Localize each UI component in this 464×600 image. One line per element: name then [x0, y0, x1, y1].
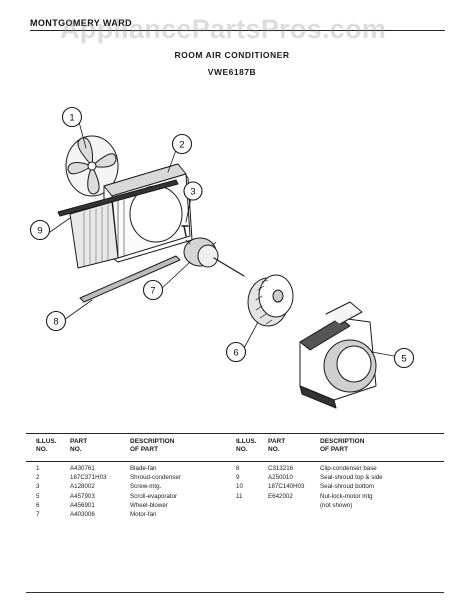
col-part-header: PART [70, 438, 88, 445]
table-header: ILLUS. NO. PART NO. DESCRIPTION OF PART … [26, 434, 444, 464]
table-row: 3 A128002 Screw-mtg. 10 187C140H03 Seal-… [26, 482, 444, 491]
part-number: A250010 [268, 474, 293, 482]
illus-number: 5 [36, 492, 40, 500]
screw-drawing [181, 225, 189, 237]
callout-2-label: 2 [179, 140, 184, 151]
part-number: A430761 [70, 465, 95, 472]
exploded-parts-diagram: 1 2 3 5 6 7 8 9 [29, 106, 415, 409]
blower-wheel-drawing [247, 274, 294, 327]
callout-5-circle [393, 347, 415, 369]
callout-6-circle [225, 341, 247, 363]
illus-number: 11 [236, 492, 243, 500]
col-illus-header-right: ILLUS. [236, 438, 257, 445]
callout-5-label: 5 [401, 354, 406, 365]
fan-motor-drawing [183, 237, 245, 277]
col-part-header-right-2: NO. [268, 446, 280, 453]
page-title: ROOM AIR CONDITIONER [174, 50, 290, 60]
table-row: 1 A430761 Blade-fan 8 C313216 Clip-conde… [26, 464, 444, 473]
table-row: 7 A403006 Motor-fan [26, 510, 444, 519]
part-description: Scroll-evaporator [130, 492, 178, 500]
part-description: Screw-mtg. [130, 483, 162, 491]
illus-number: 7 [36, 510, 40, 518]
col-illus-header-2: NO. [36, 446, 48, 453]
parts-list-table: ILLUS. NO. PART NO. DESCRIPTION OF PART … [26, 433, 444, 519]
callout-8-label: 8 [53, 317, 58, 328]
callout-7-label: 7 [150, 286, 155, 297]
col-desc-header: DESCRIPTION [130, 438, 175, 445]
part-description-note: (not shown) [320, 501, 353, 509]
callout-8-circle [45, 310, 67, 332]
col-part-header-right: PART [268, 438, 286, 445]
part-number: 187C371H03 [70, 474, 107, 482]
illus-number: 1 [36, 465, 40, 472]
illus-number: 6 [36, 501, 40, 509]
fan-blade-drawing [65, 135, 119, 197]
part-description: Motor-fan [130, 510, 157, 518]
part-description: Seal-shroud top & side [320, 474, 383, 482]
evaporator-scroll-drawing [299, 301, 377, 409]
illus-number: 8 [236, 465, 240, 472]
col-desc-header-2: OF PART [130, 446, 159, 453]
part-description: Shroud-condenser [130, 474, 181, 482]
callout-9-circle [29, 219, 51, 241]
part-number: C313216 [268, 465, 294, 472]
part-number: E642002 [268, 492, 293, 500]
header-rule [26, 461, 444, 462]
part-description: Clip-condenser base [320, 465, 377, 472]
callout-1-circle [61, 106, 83, 128]
callout-9-label: 9 [37, 226, 42, 237]
col-illus-header: ILLUS. [36, 438, 57, 445]
seal-bottom-drawing [79, 255, 181, 303]
footer-rule [26, 592, 444, 593]
header-divider [30, 30, 445, 31]
part-description: Seal-shroud bottom [320, 483, 374, 491]
part-description: Blade-fan [130, 465, 157, 472]
illus-number: 10 [236, 483, 243, 491]
brand-label: MONTGOMERY WARD [30, 18, 132, 28]
part-number: A457903 [70, 492, 95, 500]
illus-number: 3 [36, 483, 40, 491]
model-number: VWE6187B [207, 67, 257, 77]
illus-number: 9 [236, 474, 240, 482]
table-row: 6 A456901 Wheel-blower (not shown) [26, 501, 444, 510]
part-number: A403006 [70, 510, 95, 518]
part-description: Nut-lock-motor mtg [320, 492, 373, 500]
col-illus-header-right-2: NO. [236, 446, 248, 453]
callout-3-circle [183, 181, 203, 201]
callout-3-label: 3 [190, 187, 195, 198]
illus-number: 2 [36, 474, 40, 482]
callout-6-label: 6 [233, 348, 238, 359]
col-desc-header-right: DESCRIPTION [320, 438, 365, 445]
part-description: Wheel-blower [130, 501, 168, 509]
seal-top-drawing [57, 179, 179, 217]
callout-1-label: 1 [69, 113, 74, 124]
part-number: 187C140H03 [268, 483, 305, 491]
callout-2-circle [171, 133, 193, 155]
table-body: 1 A430761 Blade-fan 8 C313216 Clip-conde… [26, 464, 444, 519]
callout-7-circle [142, 279, 164, 301]
col-desc-header-right-2: OF PART [320, 446, 349, 453]
part-number: A128002 [70, 483, 95, 491]
table-row: 5 A457903 Scroll-evaporator 11 E642002 N… [26, 492, 444, 501]
part-number: A456901 [70, 501, 95, 509]
col-part-header-2: NO. [70, 446, 82, 453]
table-row: 2 187C371H03 Shroud-condenser 9 A250010 … [26, 473, 444, 482]
